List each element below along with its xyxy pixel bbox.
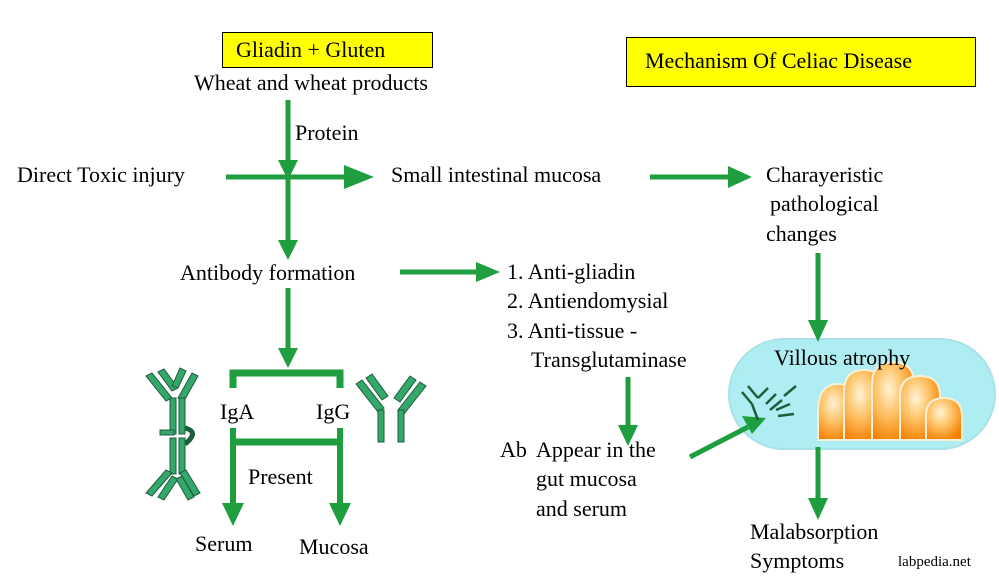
antibody-type-1: 1. Anti-gliadin [507, 259, 636, 284]
antibody-type-2: 2. Antiendomysial [507, 288, 669, 313]
direct-toxic-injury-label: Direct Toxic injury [17, 162, 185, 187]
arrow-appear-to-villi [688, 424, 750, 460]
mucosa-output-label: Mucosa [299, 534, 369, 559]
arrowhead-junction [278, 160, 298, 180]
igg-label: IgG [316, 399, 351, 424]
malabsorption-line-1: Malabsorption [750, 519, 879, 544]
arrowhead-mucosa [344, 165, 374, 189]
title-box [626, 37, 976, 87]
appear-line-1: Appear in the [536, 437, 656, 462]
arrowhead-types [476, 262, 500, 282]
appear-line-2: gut mucosa [536, 466, 637, 491]
iga-label: IgA [220, 399, 255, 424]
arrowhead-mucosa-out [329, 503, 351, 526]
wheat-label: Wheat and wheat products [194, 70, 428, 95]
antibody-icon-left-cluster [145, 367, 201, 501]
antibody-icon-igg [355, 373, 427, 443]
antibody-type-3: 3. Anti-tissue - [507, 318, 638, 343]
arrowhead-changes [728, 166, 752, 188]
antibody-type-3-cont: Transglutaminase [531, 347, 687, 372]
arrowhead-branch [278, 348, 298, 368]
watermark: labpedia.net [898, 554, 971, 570]
small-intestinal-mucosa-label: Small intestinal mucosa [391, 162, 602, 187]
serum-label: Serum [195, 531, 253, 556]
gliadin-gluten-label: Gliadin + Gluten [236, 37, 386, 62]
villous-atrophy-label: Villous atrophy [774, 345, 911, 370]
branch-bracket [229, 369, 344, 388]
arrowhead-villi-in [742, 416, 766, 434]
arrowhead-villous [808, 320, 828, 342]
arrowhead-antibody [278, 240, 298, 260]
malabsorption-line-2: Symptoms [750, 548, 845, 573]
arrowhead-serum [222, 503, 244, 526]
page-title: Mechanism Of Celiac Disease [645, 48, 912, 73]
villi-illustration [817, 360, 963, 441]
changes-line-1: Charayeristic [766, 162, 884, 187]
arrowhead-malabsorption [808, 498, 828, 520]
changes-line-2: pathological [770, 191, 879, 216]
antibody-icon-villi [741, 385, 797, 421]
changes-line-3: changes [766, 221, 837, 246]
ab-label: Ab [500, 437, 527, 462]
protein-label: Protein [295, 120, 359, 145]
arrowhead-appear [618, 425, 638, 446]
gliadin-gluten-box [222, 32, 433, 68]
appear-line-3: and serum [536, 496, 628, 521]
present-label: Present [248, 464, 313, 489]
antibody-formation-label: Antibody formation [180, 260, 356, 285]
